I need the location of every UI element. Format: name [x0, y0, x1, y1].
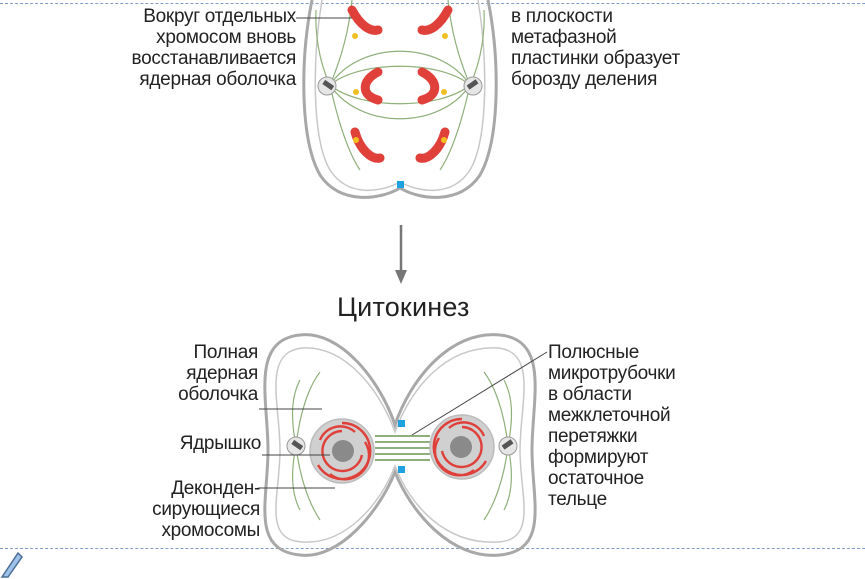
top-dashed-rule — [0, 3, 865, 4]
leader-lines — [258, 351, 548, 489]
midbody-microtubules — [375, 435, 430, 461]
label-nucleolus: Ядрышко — [179, 433, 262, 454]
label-cleavage-furrow: в плоскости метафазной пластинки образуе… — [511, 6, 680, 90]
label-decondensing-chromosomes: Деконден- сирующиеся хромосомы — [152, 478, 260, 541]
nucleolus-left — [332, 440, 354, 462]
label-polar-microtubules: Полюсные микротрубочки в области межклет… — [548, 342, 676, 510]
centriole-right-bottom — [498, 436, 518, 456]
label-complete-nuclear-envelope: Полная ядерная оболочка — [178, 342, 258, 405]
chromosomes-right-top — [415, 5, 453, 163]
label-nuclear-envelope-reforms: Вокруг отдельных хромосом вновь восстана… — [131, 6, 297, 90]
nucleus-left — [309, 418, 375, 484]
cleavage-marker-top — [397, 181, 404, 188]
cytokinesis-membrane — [263, 333, 537, 557]
kinetochores-top — [352, 33, 448, 143]
cytokinesis-title: Цитокинез — [337, 292, 470, 322]
nucleolus-right — [450, 436, 472, 458]
cytokinesis-cells — [258, 333, 548, 557]
centriole-right-top — [463, 76, 483, 96]
centriole-left-bottom — [286, 436, 306, 456]
telophase-cell — [296, 0, 498, 199]
nucleus-right — [429, 414, 495, 480]
bottom-dashed-rule — [0, 548, 865, 549]
telophase-microtubules — [315, 0, 485, 171]
cleavage-marker-bottom-bottom — [398, 466, 405, 473]
cleavage-marker-top-bottom — [398, 420, 405, 427]
corner-arrow-icon — [0, 551, 23, 578]
chromosomes-left-top — [347, 5, 385, 163]
centriole-left-top — [317, 76, 337, 96]
down-arrow — [395, 225, 407, 284]
